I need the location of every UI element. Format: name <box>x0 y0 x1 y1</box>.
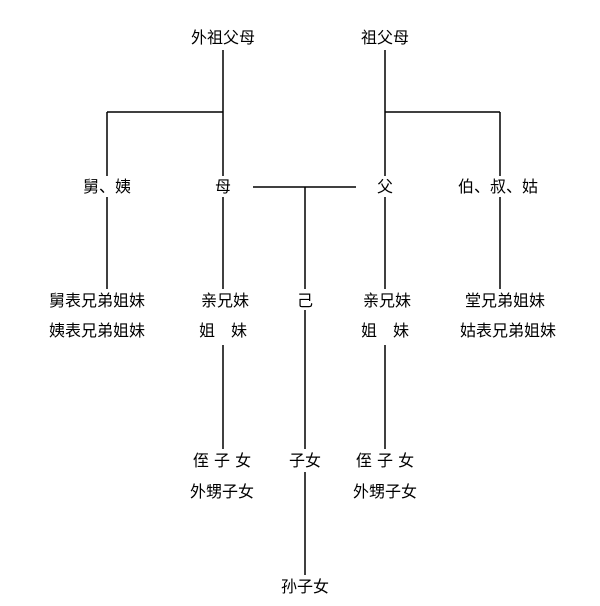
left-nephews-label-1: 侄 子 女 <box>192 451 252 470</box>
maternal-uncles-aunts-label: 舅、姨 <box>82 177 132 196</box>
father-label: 父 <box>376 177 394 196</box>
mother-label: 母 <box>214 177 232 196</box>
maternal-cousins-label-2: 姨表兄弟姐妹 <box>48 321 146 340</box>
children-label: 子女 <box>288 451 322 470</box>
self-label: 己 <box>296 291 314 310</box>
paternal-grandparents-label: 祖父母 <box>360 28 410 47</box>
paternal-uncles-aunts-label: 伯、叔、姑 <box>457 177 539 196</box>
left-nephews-label-2: 外甥子女 <box>189 482 255 501</box>
mother-siblings-label-1: 亲兄妹 <box>200 291 250 310</box>
father-siblings-label-1: 亲兄妹 <box>362 291 412 310</box>
maternal-cousins-label-1: 舅表兄弟姐妹 <box>48 291 146 310</box>
grandchildren-label: 孙子女 <box>280 577 330 596</box>
paternal-cousins-label-1: 堂兄弟姐妹 <box>464 291 546 310</box>
paternal-cousins-label-2: 姑表兄弟姐妹 <box>459 321 557 340</box>
father-siblings-label-2: 姐 妹 <box>360 321 410 340</box>
right-nephews-label-1: 侄 子 女 <box>355 451 415 470</box>
maternal-grandparents-label: 外祖父母 <box>190 28 256 47</box>
mother-siblings-label-2: 姐 妹 <box>198 321 248 340</box>
right-nephews-label-2: 外甥子女 <box>352 482 418 501</box>
